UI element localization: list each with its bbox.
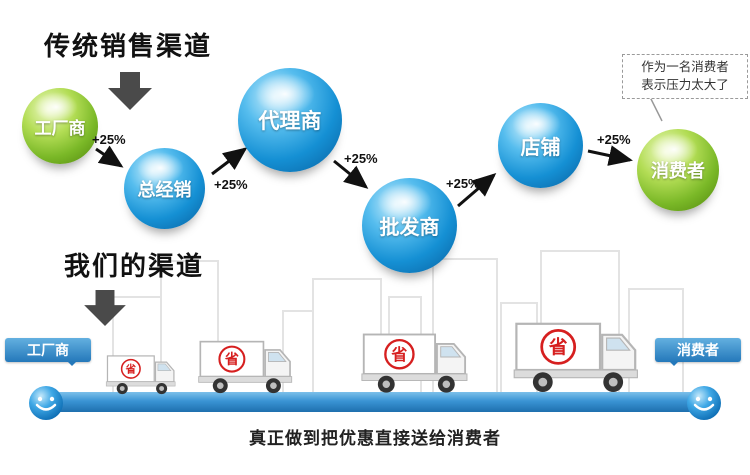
save-stamp-text: 省 <box>548 337 568 358</box>
save-stamp <box>218 345 246 373</box>
save-stamp-text: 省 <box>390 345 407 364</box>
node-label: 批发商 <box>379 217 440 239</box>
consumer-tag: 消费者 <box>655 338 741 366</box>
save-stamp <box>384 338 415 370</box>
node-general-distributor: 总经销 <box>124 148 205 229</box>
tag-label: 消费者 <box>677 342 719 358</box>
down-arrow-icon <box>84 290 126 326</box>
down-arrow-icon <box>108 72 152 110</box>
direct-channel-bar <box>38 392 712 412</box>
node-shop: 店铺 <box>498 103 583 188</box>
smiley-face-icon <box>27 384 65 422</box>
markup-percent-label: +25% <box>92 132 126 147</box>
markup-percent-label: +25% <box>446 176 480 191</box>
node-agent: 代理商 <box>238 68 342 172</box>
node-consumer: 消费者 <box>637 129 719 211</box>
save-stamp-text: 省 <box>125 363 137 376</box>
markup-percent-label: +25% <box>214 177 248 192</box>
save-stamp <box>540 329 577 365</box>
node-label: 店铺 <box>520 137 561 159</box>
markup-percent-label: +25% <box>597 132 631 147</box>
our-channel-title: 我们的渠道 <box>64 251 205 281</box>
node-factory: 工厂商 <box>22 88 98 164</box>
delivery-truck: 省 <box>512 315 655 398</box>
node-label: 代理商 <box>258 110 322 133</box>
delivery-truck: 省 <box>360 327 482 397</box>
consumer-speech-bubble: 作为一名消费者 表示压力太大了 <box>622 54 748 99</box>
bubble-tail <box>649 96 663 122</box>
arrow-factory-to-distributor <box>95 145 124 168</box>
save-stamp <box>120 358 141 379</box>
delivery-truck: 省 <box>197 335 305 397</box>
smiley-face-icon <box>685 384 723 422</box>
node-label: 总经销 <box>137 179 192 200</box>
tag-label: 工厂商 <box>27 342 69 358</box>
markup-percent-label: +25% <box>344 151 378 166</box>
save-stamp-text: 省 <box>224 351 239 367</box>
bubble-line-1: 作为一名消费者 <box>641 60 729 74</box>
arrow-shop-to-consumer <box>587 145 633 166</box>
node-wholesaler: 批发商 <box>362 178 457 273</box>
arrow-distributor-to-agent <box>211 147 248 176</box>
delivery-truck: 省 <box>105 351 185 397</box>
node-label: 消费者 <box>651 161 705 181</box>
bubble-line-2: 表示压力太大了 <box>641 77 729 92</box>
factory-tag: 工厂商 <box>5 338 91 366</box>
bottom-caption: 真正做到把优惠直接送给消费者 <box>249 429 501 448</box>
node-label: 工厂商 <box>34 118 86 138</box>
traditional-channel-title: 传统销售渠道 <box>44 31 213 61</box>
